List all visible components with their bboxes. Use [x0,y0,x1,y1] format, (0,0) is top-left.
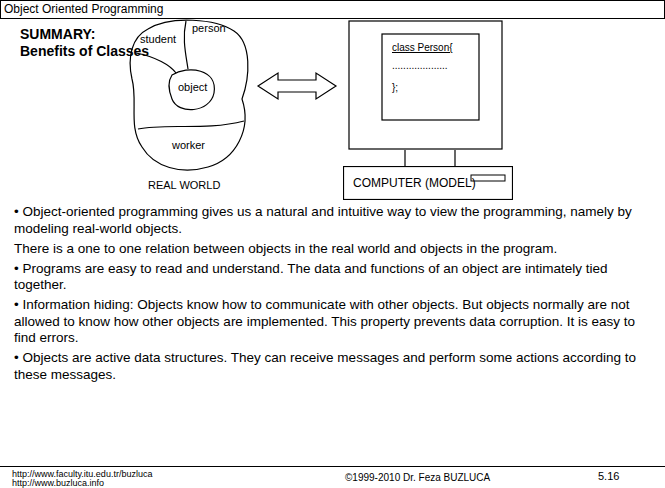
bullet-paragraph: There is a one to one relation between o… [14,241,650,258]
node-text: }; [392,82,398,93]
cloud-outline [130,20,248,170]
double-arrow [258,73,336,99]
bullet-paragraph: • Programs are easy to read and understa… [14,261,650,294]
node-text: person [192,22,226,34]
region-line [184,21,188,69]
footer-text: 5.16 [598,470,619,482]
node-text: REAL WORLD [148,179,220,191]
monitor-stand [404,150,405,166]
object-blob [169,70,214,110]
bullet-paragraph: • Objects are active data structures. Th… [14,350,650,383]
node-outline [348,20,503,150]
case-frame [344,167,513,200]
footer-text: ©1999-2010 Dr. Feza BUZLUCA [345,472,490,483]
monitor-frame [349,21,502,149]
slide-title: Object Oriented Programming [4,2,163,16]
region-line [138,121,244,129]
node-text: .................... [392,60,448,71]
node-text: class Person{ [392,42,453,53]
slide-heading: Benefits of Classes [20,43,149,59]
footer-text: http://www.faculty.itu.edu.tr/buzluca [12,469,152,479]
bullet-paragraph: • Object-oriented programming gives us a… [14,204,650,237]
computer-case: COMPUTER (MODEL) [343,166,513,200]
computer-monitor: class Person{....................}; [348,20,503,150]
region-line [136,53,176,73]
node-text: student [140,33,176,45]
monitor-screen [382,34,479,120]
footer-rule [0,466,665,467]
footer-text: http://www.buzluca.info [12,478,104,488]
node-text: COMPUTER (MODEL) [353,176,476,190]
bullet-paragraph: • Information hiding: Objects know how t… [14,297,650,347]
drive-slot [471,175,505,181]
node-text: worker [172,139,205,151]
bullet-list: • Object-oriented programming gives us a… [14,204,650,387]
slide-heading: SUMMARY: [20,26,95,42]
header-frame [1,1,665,19]
monitor-stand [454,150,455,166]
real-world-cloud: student person object workerREAL WORLD [126,17,254,197]
node-text: object [178,81,207,93]
